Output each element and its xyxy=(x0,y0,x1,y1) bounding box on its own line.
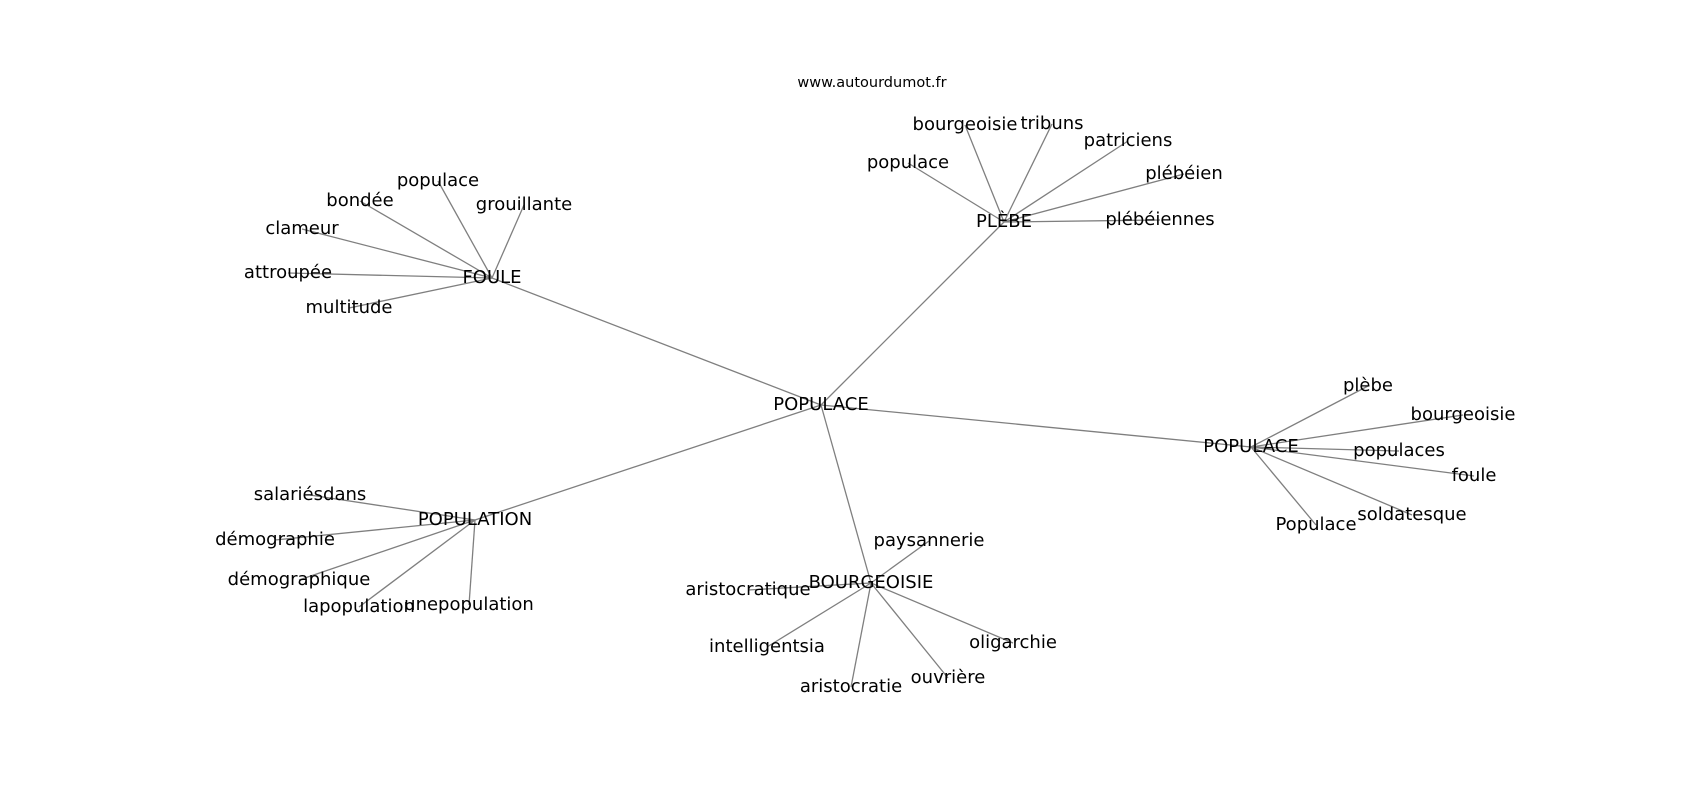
node-hub-population[interactable]: POPULATION xyxy=(418,509,532,530)
node-leaf-bourgeoisie-paysannerie[interactable]: paysannerie xyxy=(874,530,985,551)
edge-bourgeoisie-ouvriere xyxy=(870,582,949,679)
node-leaf-bourgeoisie-ouvriere[interactable]: ouvrière xyxy=(911,667,986,688)
node-root-populace[interactable]: POPULACE xyxy=(773,394,868,415)
node-hub-plebe[interactable]: PLÈBE xyxy=(976,210,1032,232)
node-leaf-populace-populace[interactable]: Populace xyxy=(1275,514,1356,535)
edge-root-bourgeoisie xyxy=(820,404,872,584)
edge-root-populace xyxy=(820,404,1252,448)
edge-population-demographie xyxy=(274,519,476,541)
edge-foule-multitude xyxy=(348,277,493,309)
edge-populace-foule xyxy=(1250,446,1475,477)
node-leaf-foule-clameur[interactable]: clameur xyxy=(265,218,339,239)
node-leaf-populace-bourgeoisie[interactable]: bourgeoisie xyxy=(1411,404,1516,425)
node-leaf-bourgeoisie-aristocratie[interactable]: aristocratie xyxy=(800,676,902,697)
node-leaf-bourgeoisie-aristocratique[interactable]: aristocratique xyxy=(685,579,810,600)
edge-plebe-tribuns xyxy=(1003,123,1053,223)
node-leaf-population-unepopulation[interactable]: unepopulation xyxy=(404,594,534,615)
edge-populace-populace xyxy=(1250,446,1317,526)
node-hub-foule[interactable]: FOULE xyxy=(462,267,521,288)
node-leaf-bourgeoisie-intelligentsia[interactable]: intelligentsia xyxy=(709,636,825,657)
node-leaf-plebe-patriciens[interactable]: patriciens xyxy=(1084,130,1173,151)
edge-root-population xyxy=(474,404,822,521)
node-leaf-population-demographie[interactable]: démographie xyxy=(215,529,335,550)
edge-populace-soldatesque xyxy=(1250,446,1413,516)
graph-edges xyxy=(274,123,1475,688)
node-leaf-plebe-populace[interactable]: populace xyxy=(867,152,949,173)
edge-bourgeoisie-intelligentsia xyxy=(766,582,872,648)
node-leaf-population-salariesdans[interactable]: salariésdans xyxy=(254,484,367,505)
node-leaf-plebe-bourgeoisie[interactable]: bourgeoisie xyxy=(913,114,1018,135)
node-hub-bourgeoisie[interactable]: BOURGEOISIE xyxy=(809,572,934,593)
edge-plebe-plebeien xyxy=(1003,173,1185,223)
edge-population-salariesdans xyxy=(309,494,476,521)
node-leaf-foule-bondee[interactable]: bondée xyxy=(326,190,393,211)
edge-population-lapopulation xyxy=(358,519,476,608)
node-leaf-population-lapopulation[interactable]: lapopulation xyxy=(303,596,415,617)
node-leaf-populace-plebe[interactable]: plèbe xyxy=(1343,375,1393,396)
edge-plebe-plebeiennes xyxy=(1003,219,1161,223)
watermark-text: www.autourdumot.fr xyxy=(797,75,946,91)
edge-plebe-bourgeoisie xyxy=(964,124,1005,223)
node-leaf-populace-soldatesque[interactable]: soldatesque xyxy=(1357,504,1466,525)
edge-plebe-populace xyxy=(907,162,1005,223)
edge-root-foule xyxy=(491,277,822,406)
edge-populace-populaces xyxy=(1250,446,1400,452)
node-leaf-populace-populaces[interactable]: populaces xyxy=(1353,440,1445,461)
edge-populace-plebe xyxy=(1250,385,1369,448)
node-leaf-plebe-tribuns[interactable]: tribuns xyxy=(1020,113,1083,134)
node-leaf-bourgeoisie-oligarchie[interactable]: oligarchie xyxy=(969,632,1057,653)
edge-foule-bondee xyxy=(359,200,493,279)
edge-foule-grouillante xyxy=(491,204,525,279)
node-leaf-population-demographique[interactable]: démographique xyxy=(228,569,371,590)
edge-populace-bourgeoisie xyxy=(1250,414,1464,448)
node-leaf-plebe-plebeien[interactable]: plébéien xyxy=(1145,163,1222,184)
node-leaf-populace-foule[interactable]: foule xyxy=(1452,465,1497,486)
edge-bourgeoisie-aristocratie xyxy=(850,582,872,688)
node-leaf-foule-multitude[interactable]: multitude xyxy=(306,297,393,318)
node-leaf-plebe-plebeiennes[interactable]: plébéiennes xyxy=(1105,209,1214,230)
node-leaf-foule-populace[interactable]: populace xyxy=(397,170,479,191)
edge-bourgeoisie-oligarchie xyxy=(870,582,1014,644)
edge-foule-populace xyxy=(437,180,493,279)
edge-population-unepopulation xyxy=(468,519,476,606)
edge-bourgeoisie-paysannerie xyxy=(870,540,930,584)
node-leaf-foule-attroupee[interactable]: attroupée xyxy=(244,262,332,283)
edge-population-demographique xyxy=(298,519,476,581)
edge-root-plebe xyxy=(820,221,1005,406)
node-leaf-foule-grouillante[interactable]: grouillante xyxy=(476,194,572,215)
edge-plebe-patriciens xyxy=(1003,140,1129,223)
node-hub-populace[interactable]: POPULACE xyxy=(1203,436,1298,457)
edge-foule-clameur xyxy=(301,228,493,279)
edge-bourgeoisie-aristocratique xyxy=(747,582,872,591)
edge-foule-attroupee xyxy=(287,272,493,279)
